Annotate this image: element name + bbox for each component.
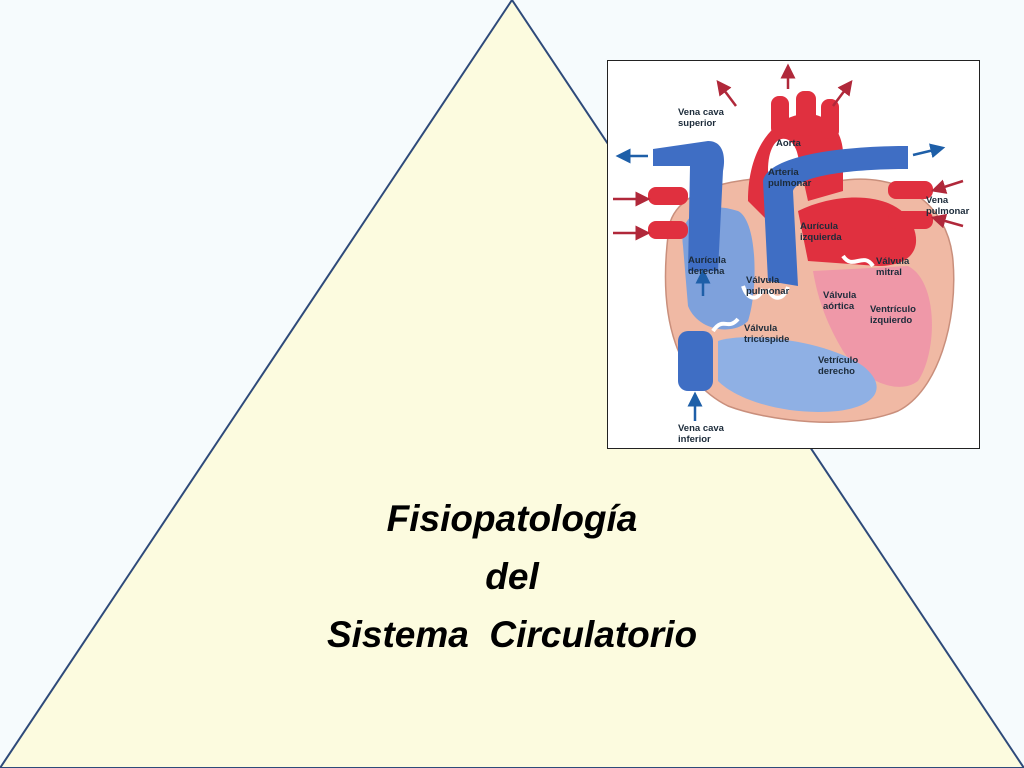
label-vena-cava-superior: Vena cava superior [678, 107, 727, 129]
pulmonary-artery [763, 146, 908, 286]
label-valvula-pulmonar: Válvula pulmonar [746, 275, 790, 297]
superior-vena-cava [653, 141, 725, 271]
title-line-1: Fisiopatología [386, 498, 638, 539]
pulmonary-valve [741, 285, 790, 300]
label-vena-pulmonar: Vena pulmonar [926, 195, 970, 217]
label-auricula-derecha: Aurícula derecha [688, 255, 729, 277]
aorta-branch-3 [821, 99, 839, 139]
pulmonary-vein-left-2 [648, 221, 688, 239]
arrow-6 [930, 179, 964, 194]
tricuspid-valve [711, 317, 740, 333]
label-ventriculo-izquierdo: Ventrículo izquierdo [870, 304, 919, 326]
slide-title: Fisiopatología del Sistema Circulatorio [232, 490, 792, 664]
label-ventriculo-derecho: Vetrículo derecho [818, 355, 861, 377]
arrow-7 [930, 213, 964, 229]
arrow-2 [716, 80, 737, 107]
arrow-9 [912, 143, 946, 159]
label-valvula-aortica: Válvula aórtica [823, 290, 859, 312]
inferior-vena-cava [678, 331, 713, 391]
pulmonary-vein-right-1 [888, 181, 933, 199]
label-valvula-tricuspide: Válvula tricúspide [744, 323, 789, 345]
arrow-3 [832, 80, 853, 107]
label-vena-cava-inferior: Vena cava inferior [678, 423, 727, 445]
pulmonary-vein-right-2 [888, 211, 933, 229]
title-line-2: del [485, 556, 539, 597]
label-valvula-mitral: Válvula mitral [876, 256, 912, 278]
aorta [748, 113, 843, 221]
heart-diagram-frame: Vena cava superior Aorta Arteria pulmona… [607, 60, 980, 449]
right-ventricle [718, 337, 877, 412]
mitral-valve [841, 254, 875, 268]
title-line-3: Sistema Circulatorio [326, 614, 698, 655]
left-ventricle [813, 266, 932, 387]
heart-diagram: Vena cava superior Aorta Arteria pulmona… [613, 63, 970, 445]
label-aorta: Aorta [776, 138, 802, 149]
aorta-branch-1 [771, 96, 789, 136]
left-atrium [798, 197, 917, 266]
aorta-branch-2 [796, 91, 816, 136]
pulmonary-vein-left-1 [648, 187, 688, 205]
label-arteria-pulmonar: Arteria pulmonar [768, 167, 812, 189]
label-auricula-izquierda: Aurícula izquierda [800, 221, 842, 243]
